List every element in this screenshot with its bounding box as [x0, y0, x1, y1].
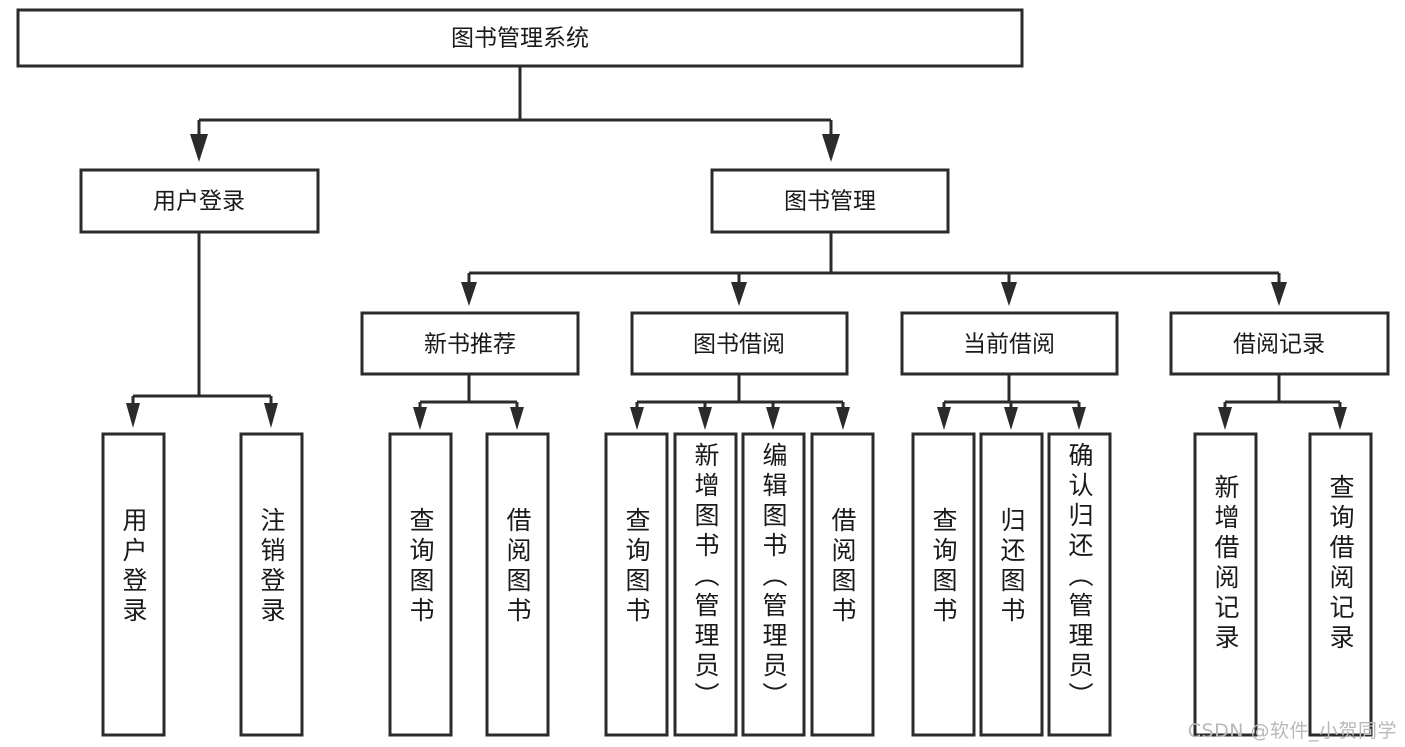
watermark-text: CSDN @软件_小贺同学	[1187, 720, 1397, 742]
leaf-borrow-book-box[interactable]	[810, 432, 875, 737]
node-book-management-label: 图书管理	[784, 189, 876, 215]
arrow-head-leaf-query-book-borrow	[630, 407, 644, 430]
edges-newbook-to-leaves	[413, 374, 524, 430]
node-root-label: 图书管理系统	[451, 26, 589, 52]
leaf-add-borrow-record-box[interactable]	[1193, 432, 1258, 737]
node-borrow-record-label: 借阅记录	[1233, 332, 1325, 358]
arrow-head-new-book-recommend	[461, 282, 477, 306]
node-root[interactable]: 图书管理系统	[16, 8, 1024, 68]
arrow-head-borrow-record	[1271, 282, 1287, 306]
leaf-add-book-admin-box[interactable]	[673, 432, 738, 737]
arrow-head-leaf-confirm-return-admin	[1072, 407, 1086, 430]
node-book-management-box[interactable]	[710, 168, 950, 234]
leaf-boxes	[101, 432, 1373, 737]
node-book-borrow[interactable]: 图书借阅	[630, 311, 849, 376]
edges-bookborrow-to-leaves	[630, 374, 850, 430]
node-user-login[interactable]: 用户登录	[79, 168, 320, 234]
leaf-query-book-current-box[interactable]	[911, 432, 976, 737]
arrow-head-leaf-query-borrow-record	[1333, 407, 1347, 430]
arrow-head-current-borrow	[1001, 282, 1017, 306]
node-new-book-recommend-label: 新书推荐	[424, 332, 516, 358]
edges-userlogin-to-leaves	[126, 232, 278, 428]
edges-bookmgmt-to-level3	[461, 232, 1287, 306]
node-borrow-record-box[interactable]	[1169, 311, 1390, 376]
arrow-head-leaf-add-book-admin	[698, 407, 712, 430]
node-book-borrow-box[interactable]	[630, 311, 849, 376]
leaf-query-book-borrow-box[interactable]	[604, 432, 669, 737]
arrow-head-leaf-add-borrow-record	[1218, 407, 1232, 430]
node-book-borrow-label: 图书借阅	[693, 332, 785, 358]
arrow-head-leaf-borrow-book-recommend	[510, 407, 524, 430]
node-new-book-recommend[interactable]: 新书推荐	[360, 311, 580, 376]
arrow-head-leaf-edit-book-admin	[766, 407, 780, 430]
node-borrow-record[interactable]: 借阅记录	[1169, 311, 1390, 376]
arrow-head-user-login	[190, 134, 208, 162]
arrow-head-book-management	[822, 134, 840, 162]
node-user-login-label: 用户登录	[153, 189, 245, 215]
arrow-head-leaf-borrow-book	[836, 407, 850, 430]
arrow-head-leaf-query-book-recommend	[413, 407, 427, 430]
leaf-query-borrow-record-box[interactable]	[1308, 432, 1373, 737]
leaf-confirm-return-admin-box[interactable]	[1047, 432, 1112, 737]
edges-borrowrecord-to-leaves	[1218, 374, 1347, 430]
leaf-return-book-box[interactable]	[979, 432, 1044, 737]
arrow-head-leaf-logout-login	[264, 403, 278, 428]
node-book-management[interactable]: 图书管理	[710, 168, 950, 234]
edges-root-to-level2	[190, 66, 840, 162]
leaf-borrow-book-recommend-box[interactable]	[485, 432, 550, 737]
arrow-head-leaf-user-login	[126, 403, 140, 428]
leaf-user-login-box[interactable]	[101, 432, 166, 737]
arrow-head-leaf-return-book	[1004, 407, 1018, 430]
node-current-borrow-label: 当前借阅	[963, 332, 1055, 358]
arrow-head-book-borrow	[731, 282, 747, 306]
node-current-borrow-box[interactable]	[900, 311, 1119, 376]
arrow-head-leaf-query-book-current	[937, 407, 951, 430]
node-user-login-box[interactable]	[79, 168, 320, 234]
leaf-edit-book-admin-box[interactable]	[741, 432, 806, 737]
leaf-query-book-recommend-box[interactable]	[388, 432, 453, 737]
edges-currentborrow-to-leaves	[937, 374, 1086, 430]
node-new-book-recommend-box[interactable]	[360, 311, 580, 376]
node-root-box[interactable]	[16, 8, 1024, 68]
node-current-borrow[interactable]: 当前借阅	[900, 311, 1119, 376]
leaf-logout-login-box[interactable]	[239, 432, 304, 737]
